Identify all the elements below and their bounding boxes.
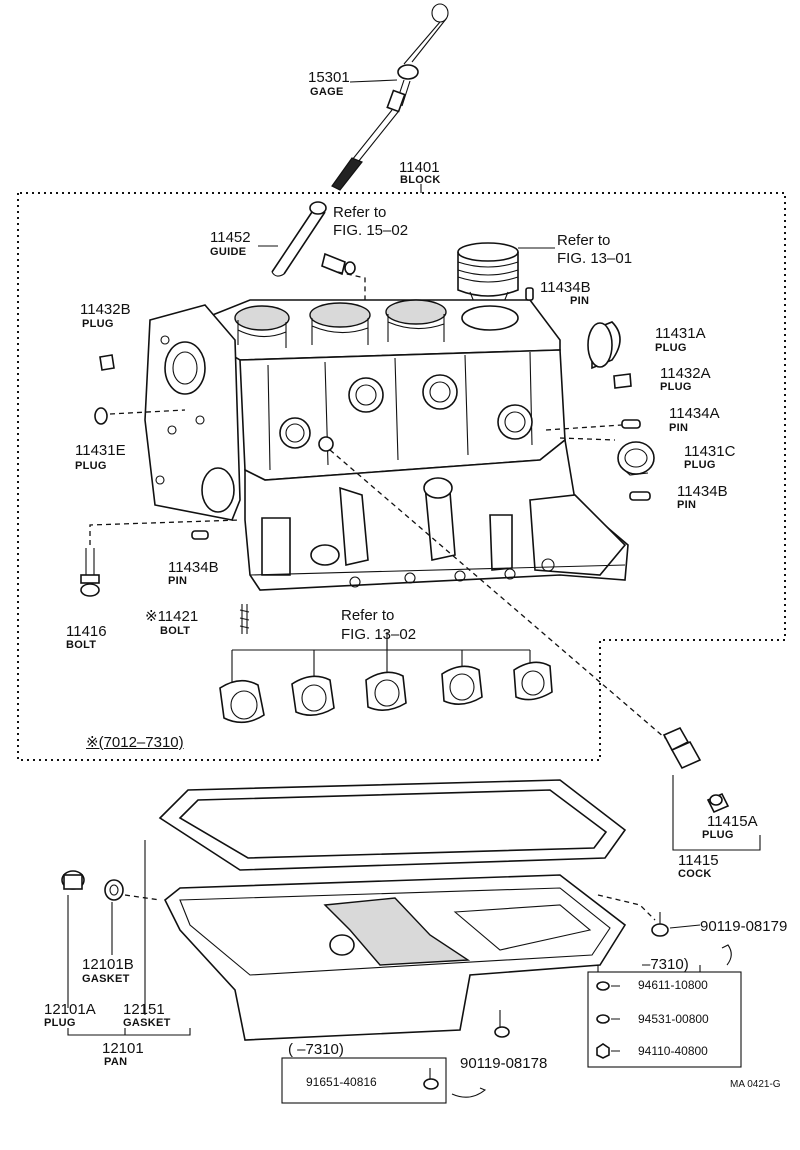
right-box [587,971,742,1068]
gasket-12101b-name: GASKET [82,973,130,985]
right-box-arrow [721,944,732,966]
bottom-box [281,1057,447,1104]
plug-11415a-number: 11415A [707,813,758,830]
pan-12101-number: 12101 [102,1040,144,1057]
plug-11431a-part [587,321,621,370]
guide-number: 11452 [210,229,251,246]
plug-11431e-part [94,407,108,425]
gage-name: GAGE [310,86,344,98]
bolt-90119-08179-number: 90119-08179 [700,918,788,935]
gasket-12101b-number: 12101B [82,956,134,973]
cock-bracket [672,775,761,851]
bottom-box-header: ( –7310) [288,1041,344,1058]
plug-11415a-name: PLUG [702,829,734,841]
pin-11434b-right-number: 11434B [677,483,728,500]
gasket-12151-number: 12151 [123,1001,165,1018]
drain-cock-leader [329,449,666,739]
bolt-11416-number: 11416 [66,623,107,640]
pin-11434b-left-name: PIN [168,575,188,587]
drain-plug-part [61,870,85,890]
pan-12101-name: PAN [104,1056,128,1068]
fig1301-ref-line2: FIG. 13–01 [557,250,633,267]
fig1301-ref-line1: Refer to [557,232,611,249]
right-box-bracket [597,965,701,972]
block-number: 11401 [399,159,440,176]
plug-11432a-part [613,373,632,389]
plug-11431e-number: 11431E [75,442,126,459]
bottom-box-arrow [451,1087,487,1098]
pin-11434b-right-name: PIN [677,499,697,511]
plug-11431e-leader [109,409,186,415]
piston-part [457,242,519,303]
pin-11434b-top-part [525,287,534,301]
pin-11434a-name: PIN [669,422,689,434]
bolt-11416-name: BOLT [66,639,97,651]
drain-gasket-part [104,879,124,901]
right-box-item-3: 94110-40800 [638,1044,708,1058]
oil-pan-part [163,874,627,1041]
fig1502-ref-line1: Refer to [333,204,387,221]
plug-11431a-name: PLUG [655,342,687,354]
bolt-90119-08178-part [494,1010,510,1038]
pin-11434b-right-part [629,491,651,501]
pan-bracket [67,895,191,1036]
oil-pan-gasket-part [158,779,627,871]
cock-11415-name: COCK [678,868,712,880]
plug-11431c-number: 11431C [684,443,736,460]
pin-11434a-part [621,419,641,429]
dipstick-fitting-part [321,252,356,276]
bolt-11416-part [80,548,100,597]
right-box-item-1: 94611-10800 [638,978,708,992]
plug-11431c-part [617,441,655,476]
bearing-inserts-part [219,632,553,724]
block-name: BLOCK [400,174,441,186]
plug-11431c-leader [559,437,616,441]
gage-number: 15301 [308,69,350,86]
plug-11432a-name: PLUG [660,381,692,393]
pin-11434b-top-name: PIN [570,295,590,307]
plug-11432b-number: 11432B [80,301,131,318]
bolt-90119-08178-number: 90119-08178 [460,1055,548,1072]
bolt-11421-number: ※11421 [145,608,199,625]
gage-leader [349,79,398,83]
right-box-item-2: 94531-00800 [638,1012,709,1026]
cock-11415-number: 11415 [678,852,719,869]
bolt-11416-leader [89,519,241,545]
fitting-leader [337,271,366,300]
fig1302-ref-line2: FIG. 13–02 [341,626,417,643]
fig1502-ref-line2: FIG. 15–02 [333,222,409,239]
bolt-11421-part [239,604,250,634]
diagram-id: MA 0421-G [730,1079,781,1090]
plug-11431c-name: PLUG [684,459,716,471]
plug-12101a-number: 12101A [44,1001,96,1018]
right-box-header: –7310) [642,956,689,973]
plug-11432b-part [99,354,115,371]
bolt-90119-08179-part [597,894,669,937]
serial-note: ※(7012–7310) [86,734,184,751]
cylinder-block-body [144,299,629,591]
pin-11434a-number: 11434A [669,405,720,422]
pin-11434b-top-number: 11434B [540,279,591,296]
pin-11434b-left-part [191,530,209,540]
bolt-11421-name: BOLT [160,625,191,637]
drain-cock-part [662,726,730,814]
bolt-90119-08179-leader [669,924,701,929]
pin-11434a-leader [545,424,623,431]
plug-11431e-name: PLUG [75,460,107,472]
plug-11432b-name: PLUG [82,318,114,330]
bottom-box-item: 91651-40816 [306,1075,377,1089]
guide-name: GUIDE [210,246,247,258]
plug-12101a-name: PLUG [44,1017,76,1029]
oil-gage-part [331,3,449,191]
plug-11432a-number: 11432A [660,365,711,382]
drain-leader [124,894,161,901]
gasket-12151-name: GASKET [123,1017,171,1029]
fig1302-ref-line1: Refer to [341,607,395,624]
guide-tube-part [271,201,327,277]
plug-11431a-number: 11431A [655,325,706,342]
pin-11434b-left-number: 11434B [168,559,219,576]
